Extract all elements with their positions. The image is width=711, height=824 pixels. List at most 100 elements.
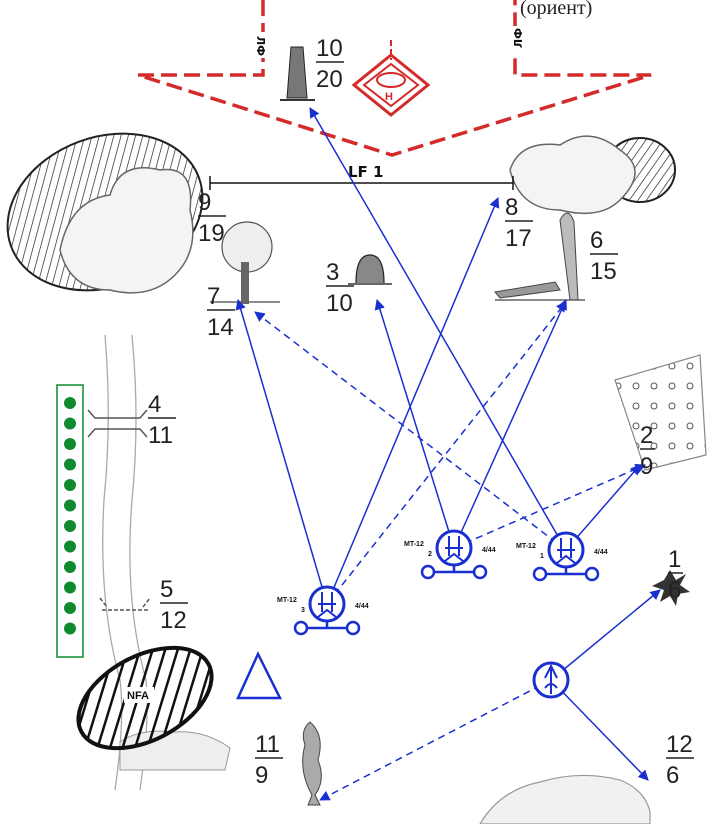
observation-post-icon bbox=[532, 661, 570, 699]
forest-top-right-icon bbox=[509, 135, 676, 215]
gun-1-icon: MT-12 1 4/44 bbox=[516, 531, 608, 582]
landmark-number: 11 bbox=[255, 731, 280, 758]
main-fire-line bbox=[550, 589, 661, 681]
dugout-icon bbox=[348, 254, 392, 285]
ford-icon bbox=[99, 597, 151, 611]
gun-model: MT-12 bbox=[277, 597, 297, 604]
minefield-icon bbox=[56, 384, 84, 658]
gun-number: 3 bbox=[301, 607, 305, 614]
main-fire-line bbox=[565, 464, 641, 551]
landmark-1-label: 16 bbox=[668, 546, 683, 604]
reserve-fire-line bbox=[319, 679, 552, 801]
tall-tree-icon bbox=[302, 721, 322, 806]
orchard-icon bbox=[614, 354, 707, 471]
header-fragment: (ориент) bbox=[520, 0, 592, 19]
landmark-range: 6 bbox=[666, 762, 679, 789]
svg-text:NFA: NFA bbox=[127, 690, 149, 702]
landmark-5-label: 512 bbox=[160, 576, 188, 634]
svg-text:H: H bbox=[385, 91, 393, 103]
landmark-number: 2 bbox=[640, 422, 653, 449]
landmark-range: 9 bbox=[640, 453, 653, 480]
landmark-6-label: 615 bbox=[590, 227, 618, 285]
gun-model: MT-12 bbox=[404, 541, 424, 548]
gun-3-icon: MT-12 3 4/44 bbox=[277, 585, 369, 636]
battery-triangle-icon bbox=[236, 651, 283, 700]
reserve-fire-line bbox=[254, 311, 567, 551]
svg-text:ЛФ: ЛФ bbox=[254, 36, 267, 56]
landmark-number: 3 bbox=[326, 259, 339, 286]
landmark-3-label: 310 bbox=[326, 259, 354, 317]
mine-dot bbox=[64, 561, 76, 573]
lf-marker-right: ЛФ bbox=[506, 26, 525, 52]
landmark-11-label: 119 bbox=[255, 731, 283, 789]
main-fire-line bbox=[453, 299, 567, 549]
fallen-tree-icon bbox=[494, 212, 585, 301]
lf1-line: LF 1 bbox=[209, 163, 514, 190]
lf1-label: LF 1 bbox=[348, 163, 383, 181]
lf-marker-left: ЛФ bbox=[254, 32, 272, 58]
svg-text:ЛФ: ЛФ bbox=[512, 28, 525, 48]
gun-ammo: 4/44 bbox=[355, 603, 369, 610]
landmark-12-label: 126 bbox=[666, 731, 694, 789]
landmark-2-label: 29 bbox=[640, 422, 655, 480]
lone-tree-icon bbox=[210, 221, 280, 304]
landmark-range: 19 bbox=[198, 220, 225, 247]
helipad-icon: H bbox=[351, 40, 431, 117]
landmark-range: 10 bbox=[326, 290, 353, 317]
landmark-4-label: 411 bbox=[148, 391, 176, 449]
fire-lines bbox=[235, 107, 661, 801]
landmark-number: 9 bbox=[198, 189, 211, 216]
landmark-number: 12 bbox=[666, 731, 693, 758]
bridge-icon bbox=[87, 409, 148, 438]
gun-ammo: 4/44 bbox=[482, 547, 496, 554]
gun-model: MT-12 bbox=[516, 543, 536, 550]
landmark-range: 9 bbox=[255, 762, 268, 789]
landmark-range: 15 bbox=[590, 258, 617, 285]
bush-icon bbox=[479, 774, 651, 824]
mine-dot bbox=[64, 417, 76, 430]
mine-dot bbox=[64, 520, 76, 532]
mine-dot bbox=[64, 479, 76, 491]
gun-2-icon: MT-12 2 4/44 bbox=[404, 529, 496, 580]
landmark-number: 5 bbox=[160, 576, 173, 603]
main-fire-line bbox=[235, 298, 328, 605]
mine-dot bbox=[64, 438, 76, 450]
cross-icon bbox=[652, 570, 690, 606]
landmark-range: 6 bbox=[668, 577, 681, 604]
reserve-fire-line bbox=[326, 301, 567, 605]
landmark-number: 7 bbox=[207, 283, 220, 310]
landmark-number: 8 bbox=[505, 194, 518, 221]
landmark-range: 12 bbox=[160, 607, 187, 634]
nfa-zone: NFA bbox=[76, 645, 231, 771]
landmark-range: 14 bbox=[207, 314, 234, 341]
mine-dot bbox=[64, 581, 76, 594]
landmark-range: 11 bbox=[148, 422, 173, 449]
forward-line-of-troops bbox=[137, 0, 652, 157]
landmark-range: 17 bbox=[505, 225, 532, 252]
mine-dot bbox=[64, 540, 76, 553]
landmark-number: 6 bbox=[590, 227, 603, 254]
gun-number: 1 bbox=[540, 553, 544, 560]
main-fire-line bbox=[309, 107, 567, 551]
landmark-9-label: 919 bbox=[198, 189, 226, 247]
mine-dot bbox=[64, 458, 76, 471]
landmark-number: 1 bbox=[668, 546, 681, 573]
mine-dot bbox=[64, 397, 76, 409]
mine-dot bbox=[64, 622, 76, 635]
gun-ammo: 4/44 bbox=[594, 549, 608, 556]
main-fire-line bbox=[374, 298, 455, 549]
landmark-number: 4 bbox=[148, 391, 161, 418]
landmark-8-label: 817 bbox=[505, 194, 533, 252]
mine-dot bbox=[64, 499, 76, 512]
landmark-number: 10 bbox=[316, 35, 343, 62]
chimney-icon bbox=[280, 46, 315, 101]
landmark-7-label: 714 bbox=[207, 283, 235, 341]
main-fire-line bbox=[326, 197, 500, 605]
landmark-range: 20 bbox=[316, 66, 343, 93]
forest-top-left-icon bbox=[6, 132, 204, 294]
mine-dot bbox=[64, 602, 76, 614]
gun-number: 2 bbox=[428, 551, 432, 558]
